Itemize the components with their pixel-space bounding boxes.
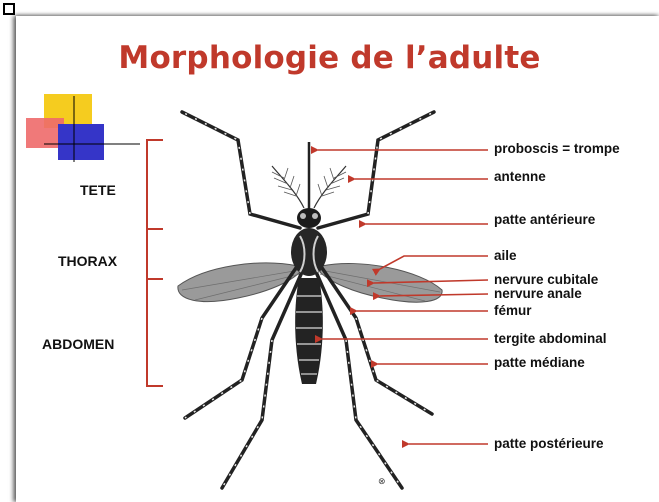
label-tergite-abdominal: tergite abdominal — [494, 332, 607, 346]
label-nervure-anale: nervure anale — [494, 287, 582, 301]
svg-text:⊗: ⊗ — [378, 477, 386, 487]
label-patte-anterieure: patte antérieure — [494, 213, 595, 227]
label-antenne: antenne — [494, 170, 546, 184]
label-femur: fémur — [494, 304, 532, 318]
decorative-logo — [26, 94, 140, 162]
mosquito-illustration: ⊗ — [178, 112, 442, 488]
label-patte-mediane: patte médiane — [494, 356, 585, 370]
label-proboscis: proboscis = trompe — [494, 142, 620, 156]
label-aile: aile — [494, 249, 517, 263]
region-bracket — [147, 140, 163, 386]
region-label-tete: TETE — [80, 182, 116, 198]
label-nervure-cubitale: nervure cubitale — [494, 273, 598, 287]
region-label-abdomen: ABDOMEN — [42, 336, 114, 352]
region-label-thorax: THORAX — [58, 253, 117, 269]
label-patte-posterieure: patte postérieure — [494, 437, 604, 451]
